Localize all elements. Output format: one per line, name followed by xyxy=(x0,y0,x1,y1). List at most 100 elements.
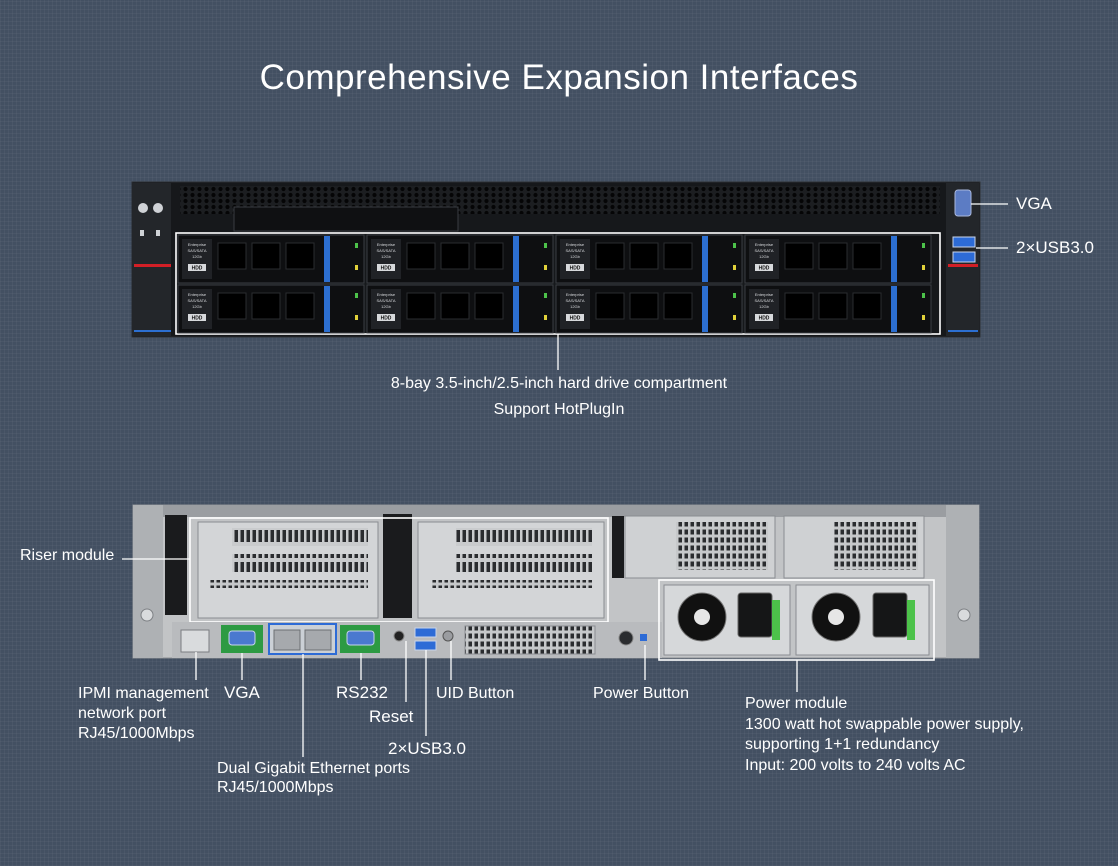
page-title: Comprehensive Expansion Interfaces xyxy=(259,58,859,97)
rear-panel xyxy=(122,504,980,757)
drive-led xyxy=(733,243,736,248)
drive-vent xyxy=(440,242,470,270)
drive-label-text: SAS/SATA xyxy=(377,248,396,253)
front-red-strip-right xyxy=(948,264,978,267)
psu-1 xyxy=(663,584,791,656)
psu-label-line4: Input: 200 volts to 240 volts AC xyxy=(745,757,966,774)
riser-slots-right-2 xyxy=(456,554,592,572)
rear-usb-port-1 xyxy=(414,627,437,638)
front-vga-label: VGA xyxy=(1016,194,1052,213)
drive-vent xyxy=(595,242,625,270)
drive-label-text: Enterprise xyxy=(377,292,396,297)
riser-divider xyxy=(383,514,412,618)
drive-vent xyxy=(406,292,436,320)
front-blue-strip-right xyxy=(948,330,978,332)
drive-latch[interactable] xyxy=(702,286,708,332)
riser-slots-left-3 xyxy=(210,580,368,588)
psu-label-line2: 1300 watt hot swappable power supply, xyxy=(745,716,1024,733)
drive-latch[interactable] xyxy=(891,236,897,282)
drive-vent xyxy=(251,292,281,320)
drive-vent xyxy=(285,292,315,320)
power-button-led xyxy=(640,634,647,641)
drive-label-text: 12Gb xyxy=(381,254,392,259)
drive-led xyxy=(733,265,736,270)
drive-label-text: Enterprise xyxy=(566,292,585,297)
ipmi-label-line2: network port xyxy=(78,705,167,722)
drive-led xyxy=(733,293,736,298)
riser-label: Riser module xyxy=(20,547,115,564)
rear-vent-slots xyxy=(676,522,768,570)
uid-icon xyxy=(153,203,163,213)
drive-type-text: HDD xyxy=(192,266,203,272)
drive-led xyxy=(544,315,547,320)
power-button xyxy=(618,630,634,646)
ethernet-label-line1: Dual Gigabit Ethernet ports xyxy=(217,760,410,777)
drive-vent xyxy=(474,242,504,270)
drive-led xyxy=(355,265,358,270)
drive-latch[interactable] xyxy=(513,286,519,332)
drive-latch[interactable] xyxy=(891,286,897,332)
front-red-strip xyxy=(134,264,171,267)
drive-latch[interactable] xyxy=(324,286,330,332)
drive-vent xyxy=(251,242,281,270)
drive-vent xyxy=(595,292,625,320)
drive-label-text: Enterprise xyxy=(188,242,207,247)
drive-label-plate xyxy=(560,239,590,279)
front-usb-label: 2×USB3.0 xyxy=(1016,238,1094,257)
psu-latch xyxy=(907,600,915,640)
front-left-ear xyxy=(132,183,171,336)
riser-slots-right-3 xyxy=(432,580,592,588)
rear-vga-label: VGA xyxy=(224,683,260,702)
drive-type-text: HDD xyxy=(759,316,770,322)
ocp-slot xyxy=(464,625,596,655)
drive-vent xyxy=(406,242,436,270)
drive-label-plate xyxy=(182,239,212,279)
drive-vent xyxy=(629,242,659,270)
drive-label-text: SAS/SATA xyxy=(188,298,207,303)
riser-slots-right-1 xyxy=(456,528,592,546)
drive-label-text: 12Gb xyxy=(759,304,770,309)
drive-vent xyxy=(663,292,693,320)
drive-label-text: 12Gb xyxy=(570,304,581,309)
ipmi-port xyxy=(180,629,210,653)
rs232-label: RS232 xyxy=(336,683,388,702)
front-vga-port xyxy=(954,189,972,217)
drive-type-text: HDD xyxy=(192,316,203,322)
drive-latch[interactable] xyxy=(513,236,519,282)
drive-label-text: SAS/SATA xyxy=(566,298,585,303)
rear-screw xyxy=(957,608,971,622)
rear-usb-port-2 xyxy=(414,640,437,651)
drive-label-text: Enterprise xyxy=(566,242,585,247)
front-label-slot xyxy=(233,206,459,232)
drive-label-text: SAS/SATA xyxy=(377,298,396,303)
drive-led xyxy=(355,293,358,298)
front-usb-port-2 xyxy=(952,251,976,263)
ethernet-label-line2: RJ45/1000Mbps xyxy=(217,779,334,796)
psu-socket xyxy=(737,592,773,638)
psu-socket xyxy=(872,592,908,638)
rear-usb-label: 2×USB3.0 xyxy=(388,739,466,758)
drive-led xyxy=(922,293,925,298)
drive-led xyxy=(544,265,547,270)
reset-label: Reset xyxy=(369,707,414,726)
rs232-connector xyxy=(346,630,375,646)
drive-vent xyxy=(474,292,504,320)
uid-button xyxy=(442,630,454,642)
drive-type-text: HDD xyxy=(759,266,770,272)
drive-vent xyxy=(784,292,814,320)
drive-vent xyxy=(663,242,693,270)
drive-vent xyxy=(852,292,882,320)
drive-vent xyxy=(784,242,814,270)
ethernet-port-1 xyxy=(273,629,301,651)
drive-latch[interactable] xyxy=(702,236,708,282)
drive-latch[interactable] xyxy=(324,236,330,282)
